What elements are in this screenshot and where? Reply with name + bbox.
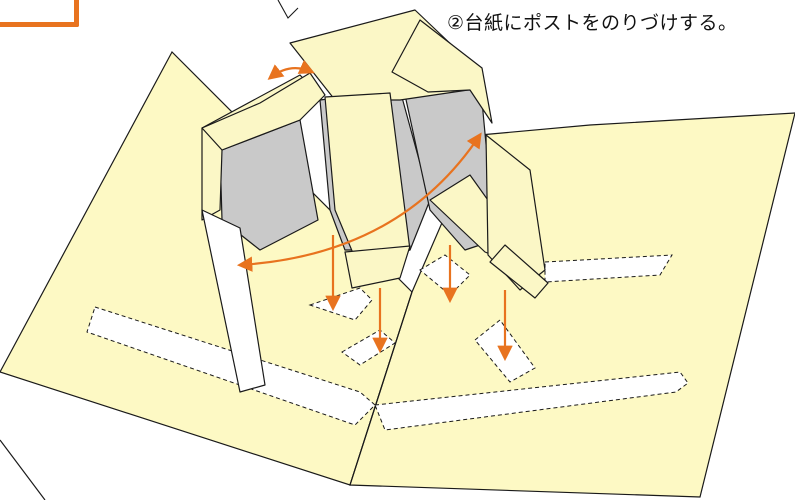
post-right-top: [391, 19, 493, 124]
glue-slots: [86, 254, 689, 431]
curved-double-arrow-icon: [267, 59, 315, 80]
card-center-fold: [349, 291, 413, 486]
post-left-wing: [201, 209, 266, 393]
step-caption: ②台紙にポストをのりづけする。: [447, 12, 738, 34]
fold-arrows: [236, 59, 482, 272]
slot-long-right: [374, 371, 689, 431]
slot-small-1: [308, 287, 373, 321]
post-left-top: [201, 72, 326, 151]
card-edge-fragment: [0, 439, 46, 500]
corner-tab: [0, 0, 79, 27]
slot-right-strip: [544, 254, 673, 283]
slot-long-left: [86, 306, 376, 426]
card-top-fragment: [277, 0, 299, 19]
curved-double-arrow-icon: [236, 132, 482, 272]
post-right-foot: [489, 244, 549, 299]
